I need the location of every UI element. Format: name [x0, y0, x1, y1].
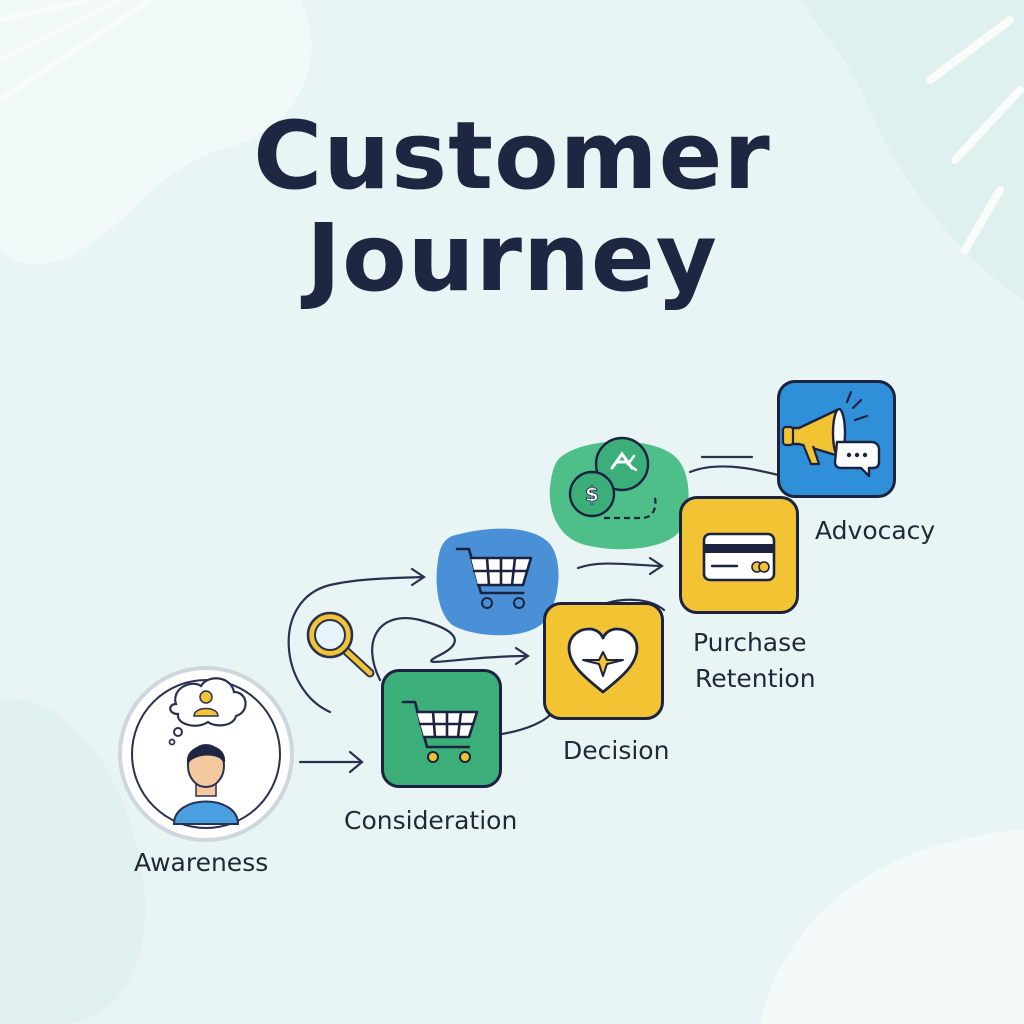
connector-decision-to-purchase — [576, 562, 662, 570]
stage-label-consideration: Consideration — [344, 806, 518, 835]
decision-heart-icon — [567, 627, 639, 694]
stage-label-awareness: Awareness — [134, 848, 269, 877]
stage-label-advocacy: Advocacy — [815, 516, 936, 545]
connector-consideration-to-decision — [371, 617, 528, 682]
svg-text:$: $ — [585, 482, 599, 506]
stage-label-retention: Retention — [695, 664, 816, 693]
awareness-person-thought-icon — [118, 666, 294, 842]
connector-loop-to-cart — [287, 575, 424, 714]
shopping-cart-icon — [455, 547, 533, 609]
advocacy-megaphone-icon — [781, 390, 881, 478]
title-line-1: Customer — [253, 102, 771, 211]
purchase-credit-card-icon — [702, 532, 776, 582]
stage-label-purchase: Purchase — [693, 628, 807, 657]
consideration-shopping-cart-icon — [401, 700, 479, 763]
title-line-2: Journey — [306, 204, 718, 313]
stage-label-decision: Decision — [563, 736, 670, 765]
money-blob-background — [549, 441, 689, 550]
magnifier-icon — [306, 611, 375, 678]
money-chat-bubbles-icon: $ — [568, 436, 657, 520]
connector-to-advocacy — [688, 465, 792, 480]
